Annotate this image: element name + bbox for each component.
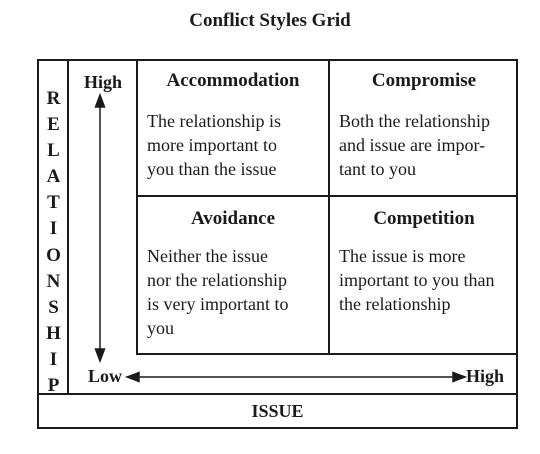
- issue-row-divider: [37, 393, 518, 395]
- relationship-letter: I: [49, 218, 58, 240]
- quadrant-title: Compromise: [371, 70, 477, 91]
- relationship-letter: T: [47, 192, 60, 214]
- quadrant-compromise: Compromise Both the relationship and iss…: [330, 59, 518, 195]
- text-line: you: [147, 318, 174, 338]
- text-line: nor the relationship: [147, 270, 287, 290]
- relationship-letter: P: [47, 375, 60, 397]
- horizontal-high-label: High: [466, 366, 505, 386]
- quadrant-description: Both the relationship and issue are impo…: [330, 109, 518, 181]
- text-line: the relationship: [339, 294, 451, 314]
- issue-axis-label: ISSUE: [251, 401, 304, 421]
- quadrant-grid: Accommodation The relationship is more i…: [136, 59, 518, 355]
- text-line: The issue is more: [339, 246, 466, 266]
- text-line: Both the relationship: [339, 111, 490, 131]
- relationship-letter: A: [46, 166, 61, 188]
- text-line: important to you than: [339, 270, 495, 290]
- text-line: and issue are impor-: [339, 135, 486, 155]
- relationship-letter: O: [46, 244, 61, 266]
- relationship-column-divider: [67, 59, 69, 395]
- quadrant-title: Avoidance: [190, 208, 276, 229]
- vertical-high-label: High: [84, 72, 123, 92]
- text-line: The relationship is: [147, 111, 281, 131]
- quadrant-description: The relationship is more important to yo…: [138, 109, 328, 181]
- text-line: is very important to: [147, 294, 289, 314]
- quadrant-competition: Competition The issue is more important …: [330, 197, 518, 353]
- outer-frame: [37, 59, 518, 429]
- diagram-title: Conflict Styles Grid: [189, 10, 351, 31]
- grid-horizontal-divider: [138, 195, 518, 197]
- quadrant-accommodation: Accommodation The relationship is more i…: [138, 59, 328, 195]
- relationship-letter: S: [48, 296, 59, 318]
- relationship-axis-label: R E L A T I O N S H I P: [40, 86, 67, 399]
- horizontal-arrow-icon: [124, 371, 468, 383]
- quadrant-description: The issue is more important to you than …: [330, 244, 518, 316]
- relationship-letter: L: [47, 140, 60, 162]
- quadrant-avoidance: Avoidance Neither the issue nor the rela…: [138, 197, 328, 353]
- text-line: you than the issue: [147, 159, 277, 179]
- quadrant-description: Neither the issue nor the relationship i…: [138, 244, 328, 340]
- text-line: Neither the issue: [147, 246, 268, 266]
- relationship-letter: R: [46, 88, 61, 109]
- relationship-letter: E: [47, 114, 60, 136]
- grid-vertical-divider: [328, 59, 330, 353]
- vertical-arrow-icon: [94, 92, 106, 364]
- relationship-letter: N: [46, 270, 61, 292]
- quadrant-title: Competition: [373, 208, 475, 229]
- text-line: more important to: [147, 135, 277, 155]
- text-line: tant to you: [339, 159, 416, 179]
- quadrant-title: Accommodation: [166, 70, 300, 91]
- horizontal-low-label: Low: [88, 366, 123, 386]
- relationship-letter: I: [49, 348, 58, 370]
- relationship-letter: H: [46, 322, 61, 344]
